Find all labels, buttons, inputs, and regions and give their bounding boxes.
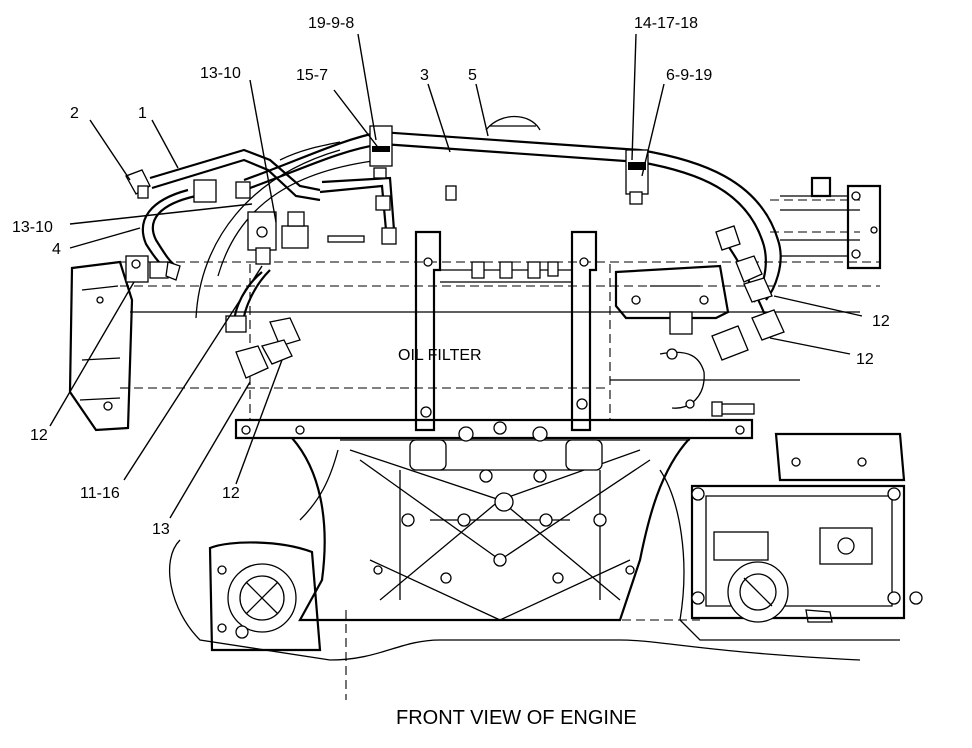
callout-15-7: 15-7 xyxy=(296,67,328,84)
fuel-lines xyxy=(141,130,782,331)
engine-block-drawing xyxy=(68,116,923,700)
callout-12-right-upper: 12 xyxy=(872,313,890,330)
callout-13-10-left: 13-10 xyxy=(12,219,53,236)
callout-4: 4 xyxy=(52,241,61,258)
callout-labels: 19-9-8 14-17-18 6-9-19 13-10 15-7 3 5 2 … xyxy=(12,15,890,538)
fittings xyxy=(125,125,785,379)
callout-2: 2 xyxy=(70,105,79,122)
callout-14-17-18: 14-17-18 xyxy=(634,15,698,32)
callout-19-9-8: 19-9-8 xyxy=(308,15,354,32)
callout-13-10-top: 13-10 xyxy=(200,65,241,82)
callout-12-right-lower: 12 xyxy=(856,351,874,368)
callout-1: 1 xyxy=(138,105,147,122)
callout-12-bottom: 12 xyxy=(222,485,240,502)
diagram-caption: FRONT VIEW OF ENGINE xyxy=(396,707,637,729)
callout-3: 3 xyxy=(420,67,429,84)
callout-12-left: 12 xyxy=(30,427,48,444)
callout-13: 13 xyxy=(152,521,170,538)
oil-filter-label: OIL FILTER xyxy=(398,347,482,364)
callout-5: 5 xyxy=(468,67,477,84)
callout-11-16: 11-16 xyxy=(80,485,120,502)
leader-lines xyxy=(49,33,863,519)
callout-6-9-19: 6-9-19 xyxy=(666,67,712,84)
